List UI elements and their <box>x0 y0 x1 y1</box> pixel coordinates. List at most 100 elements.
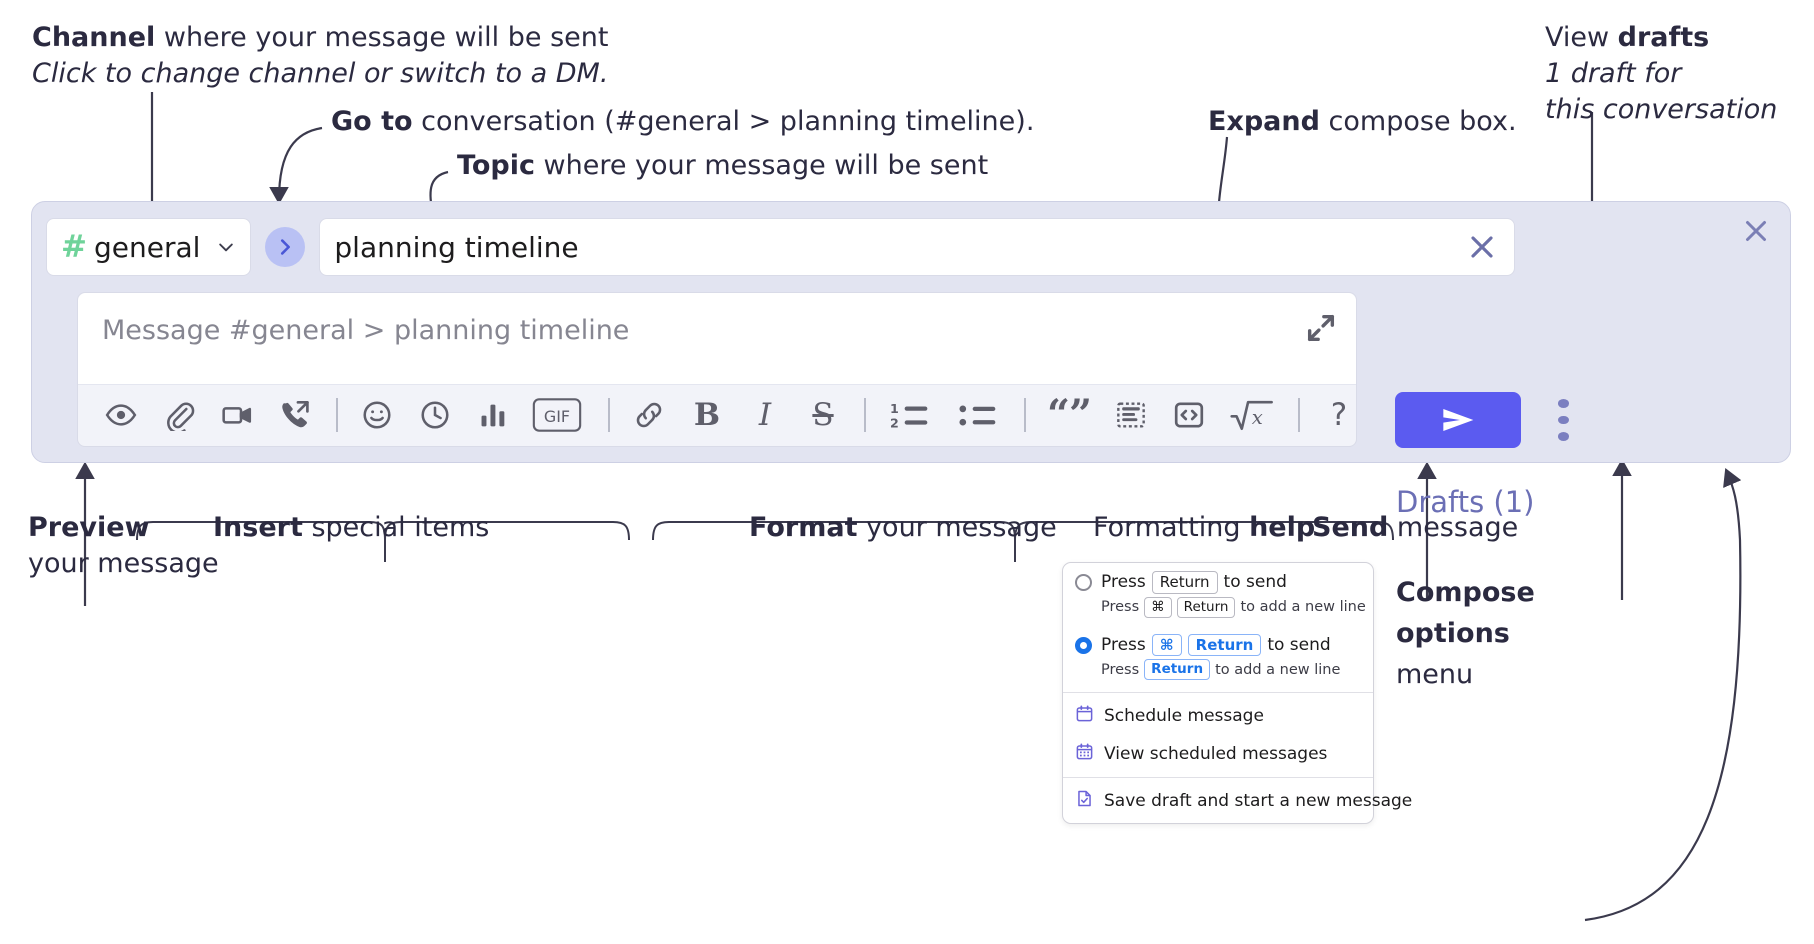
message-box: Message #general > planning timeline <box>77 292 1357 447</box>
send-option-cmd-return-subtext: Press Return to add a new line <box>1063 656 1373 688</box>
radio-return[interactable] <box>1075 573 1092 591</box>
toolbar-divider <box>1024 398 1026 432</box>
italic-button[interactable]: I <box>742 392 788 438</box>
bold-button[interactable]: B <box>684 392 730 438</box>
annotation-insert: Insert special items <box>213 510 489 546</box>
key-return: Return <box>1176 596 1236 618</box>
expand-diagonal-icon[interactable] <box>1304 311 1338 345</box>
drafts-link[interactable]: Drafts (1) <box>1396 485 1535 519</box>
annotation-format-bold: Format <box>749 512 858 543</box>
channel-picker[interactable]: # general <box>46 218 252 276</box>
send-option-return[interactable]: Press Return to send <box>1063 563 1373 594</box>
compose-panel: # general planning timeline <box>31 201 1791 519</box>
compose-options-button[interactable] <box>1545 395 1581 445</box>
key-command: ⌘ <box>1144 596 1172 618</box>
reminder-button[interactable] <box>412 392 458 438</box>
poll-button[interactable] <box>470 392 516 438</box>
menu-item-label: Schedule message <box>1104 706 1264 727</box>
message-placeholder: Message #general > planning timeline <box>102 315 630 346</box>
key-return: Return <box>1151 571 1218 594</box>
bold-label: B <box>693 396 721 433</box>
annotation-expand-bold: Expand <box>1208 106 1320 137</box>
send-option-return-subtext: Press ⌘ Return to add a new line <box>1063 594 1373 626</box>
menu-divider <box>1063 777 1373 779</box>
blockquote-button[interactable]: “” <box>1042 392 1096 438</box>
send-button[interactable] <box>1395 392 1521 448</box>
radio-cmd-return[interactable] <box>1075 636 1092 654</box>
annotation-drafts-bold: drafts <box>1617 22 1710 53</box>
send-option-cmd-return[interactable]: Press ⌘ Return to send <box>1063 626 1373 657</box>
annotation-format-rest: your message <box>857 512 1057 543</box>
emoji-button[interactable] <box>354 392 400 438</box>
option1-sub-post: to add a new line <box>1240 599 1366 616</box>
formatting-help-button[interactable]: ? <box>1316 392 1362 438</box>
code-block-button[interactable] <box>1108 392 1154 438</box>
link-button[interactable] <box>626 392 672 438</box>
annotation-send: Send message <box>1312 510 1518 546</box>
close-icon[interactable] <box>1739 214 1773 248</box>
question-mark-icon: ? <box>1330 396 1348 433</box>
preview-button[interactable] <box>98 392 144 438</box>
option2-sub-post: to add a new line <box>1215 661 1341 678</box>
file-check-icon <box>1075 789 1094 813</box>
annotation-channel-rest: where your message will be sent <box>155 22 609 53</box>
annotation-format: Format your message <box>749 510 1057 546</box>
option2-pre: Press <box>1101 635 1146 655</box>
video-button[interactable] <box>214 392 260 438</box>
attach-button[interactable] <box>156 392 202 438</box>
kebab-dot <box>1557 415 1569 425</box>
huddle-button[interactable] <box>272 392 318 438</box>
option2-post: to send <box>1267 635 1331 655</box>
topic-field[interactable]: planning timeline <box>319 218 1516 276</box>
option1-sub-pre: Press <box>1101 599 1140 616</box>
topic-value[interactable]: planning timeline <box>334 230 579 264</box>
svg-text:2: 2 <box>890 416 899 431</box>
annotation-drafts-lead: View <box>1545 22 1618 53</box>
annotation-insert-rest: special items <box>302 512 490 543</box>
annotation-send-rest: message <box>1388 512 1519 543</box>
toolbar-divider <box>336 398 338 432</box>
gif-label: GIF <box>544 407 570 426</box>
gif-button[interactable]: GIF <box>528 392 586 438</box>
annotation-insert-bold: Insert <box>213 512 303 543</box>
chevron-down-icon <box>216 237 236 257</box>
annotation-goto-bold: Go to <box>331 106 413 137</box>
strikethrough-label: S <box>812 396 834 433</box>
annotation-formatting-help: Formatting help <box>1093 510 1315 546</box>
annotation-channel-italic: Click to change channel or switch to a D… <box>32 58 609 89</box>
message-input[interactable]: Message #general > planning timeline <box>78 293 1356 385</box>
annotation-drafts-line2: 1 draft for <box>1545 58 1682 89</box>
svg-text:x: x <box>1252 406 1263 429</box>
annotation-send-bold: Send <box>1312 512 1389 543</box>
menu-item-schedule-message[interactable]: Schedule message <box>1063 697 1373 735</box>
inline-code-button[interactable] <box>1166 392 1212 438</box>
bulleted-list-button[interactable] <box>950 392 1006 438</box>
compose-options-menu: Press Return to send Press ⌘ Return to a… <box>1062 562 1412 825</box>
hash-icon: # <box>61 228 87 265</box>
annotation-expand-rest: compose box. <box>1319 106 1517 137</box>
annotation-topic-bold: Topic <box>457 150 535 181</box>
annotation-help-lead: Formatting <box>1093 512 1250 543</box>
close-icon[interactable] <box>1464 229 1500 265</box>
key-return: Return <box>1144 659 1211 681</box>
annotation-drafts-line3: this conversation <box>1545 94 1778 125</box>
annotation-compose-options: Compose options menu <box>1396 572 1535 695</box>
menu-item-save-draft[interactable]: Save draft and start a new message <box>1063 782 1412 823</box>
goto-conversation-button[interactable] <box>265 227 306 267</box>
menu-divider <box>1063 692 1373 694</box>
key-return: Return <box>1187 633 1262 657</box>
ordered-list-button[interactable]: 1 2 <box>882 392 938 438</box>
kebab-dot <box>1557 432 1569 442</box>
option1-pre: Press <box>1101 572 1146 593</box>
italic-label: I <box>758 396 772 433</box>
annotation-compose-line3: menu <box>1396 659 1474 690</box>
strikethrough-button[interactable]: S <box>800 392 846 438</box>
toolbar-divider <box>608 398 610 432</box>
annotation-help-bold: help <box>1249 512 1316 543</box>
menu-item-view-scheduled-messages[interactable]: View scheduled messages <box>1063 735 1373 773</box>
annotation-preview: Preview your message <box>28 510 219 582</box>
annotation-topic: Topic where your message will be sent <box>457 148 988 184</box>
math-button[interactable]: x <box>1224 392 1280 438</box>
compose-toolbar: GIF B I <box>78 384 1356 446</box>
